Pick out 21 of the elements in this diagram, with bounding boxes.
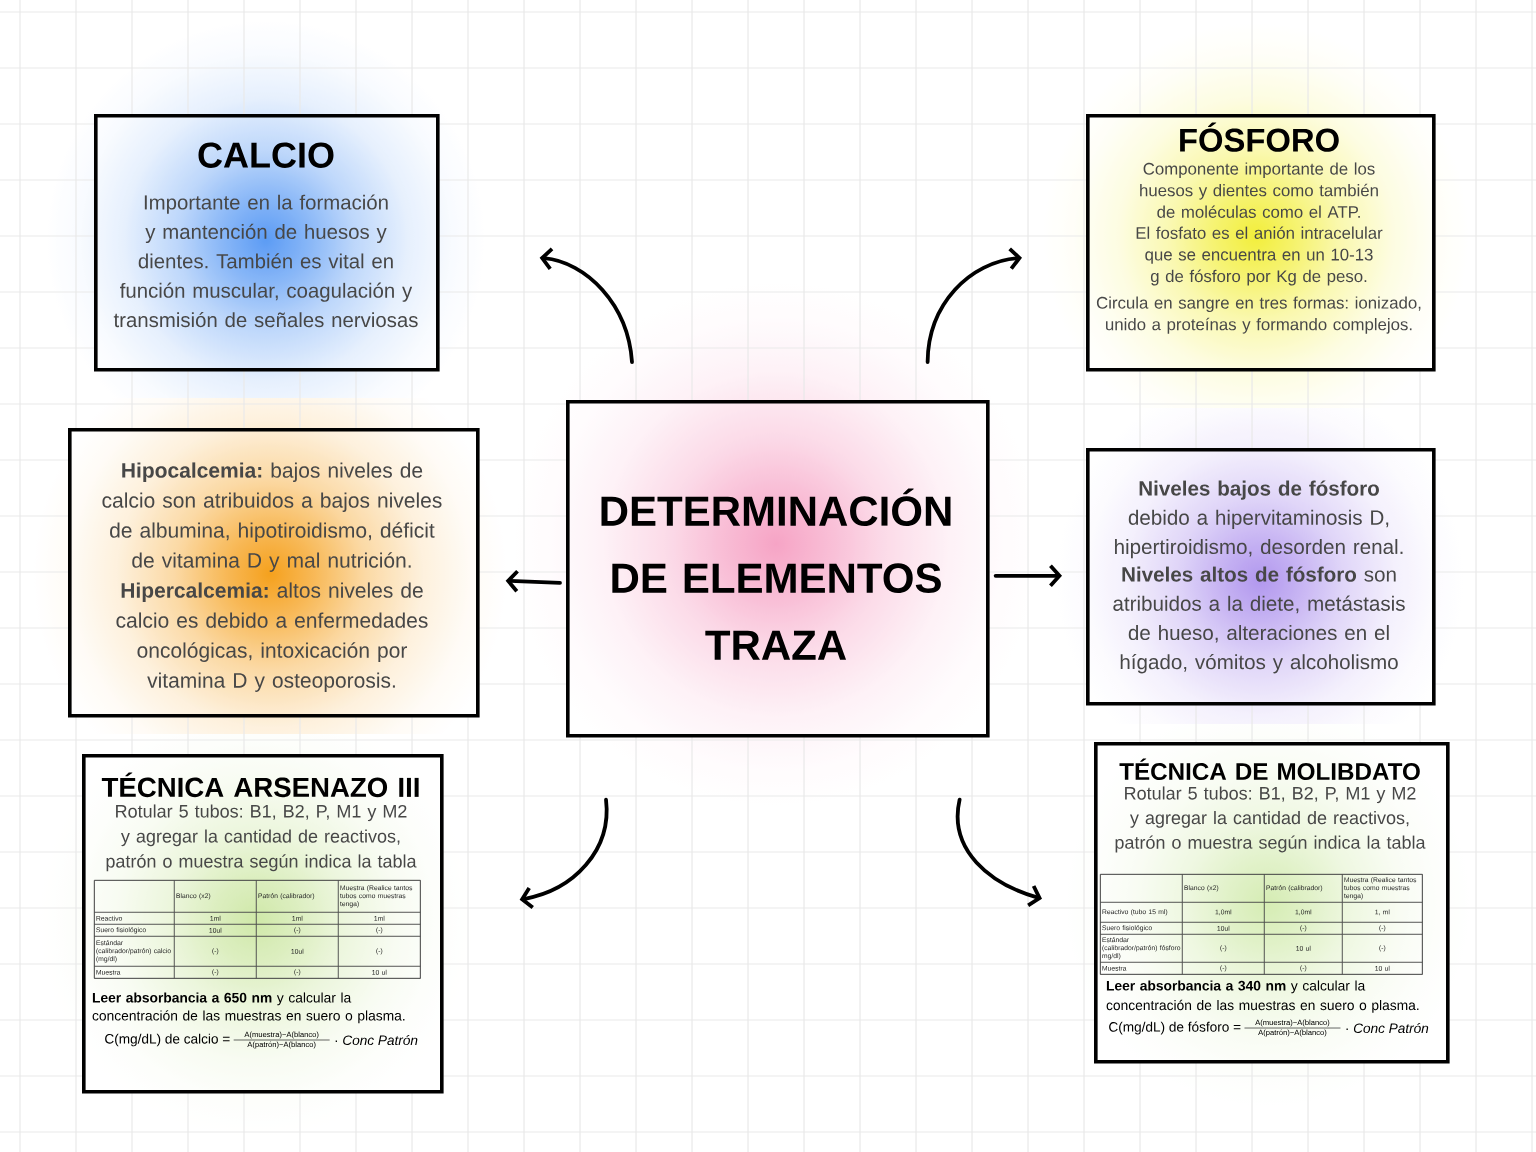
heading: FÓSFORO: [1180, 122, 1339, 152]
arrow: [993, 564, 1062, 588]
topic-title: DETERMINACIÓN DE ELEMENTOS TRAZA: [601, 488, 951, 660]
arrow: [925, 247, 1022, 364]
arrow: [519, 797, 609, 910]
arrow: [505, 569, 562, 593]
body-text: El fosfato es el anión intracelular que se encuentra en un 10-13 g de fósforo por Kg de peso.: [1136, 226, 1383, 286]
heading: TÉCNICA DE MOLIBDATO: [1119, 758, 1420, 781]
body-text: Rotular 5 tubos: B1, B2, P, M1 y M2 y agregar la cantidad de reactivos, patrón o muestra según indica la tabla: [1115, 786, 1426, 853]
body-text: Hipocalcemia: bajos niveles de calcio son atribuidos a bajos niveles de albumina, hipotiroidismo, déficit de vitamina D y mal nutrición.: [102, 462, 442, 572]
heading: CALCIO: [198, 142, 334, 168]
body-text: Componente importante de los huesos y dientes como también de moléculas como el ATP.: [1140, 162, 1378, 218]
body-text: Hipercalcemia: altos niveles de calcio es debido a enfermedades oncológicas, intoxicación por vitamina D y osteoporosis.: [116, 582, 428, 692]
arrow: [955, 797, 1042, 907]
body-text: Niveles altos de fósforo son atribuidos a la diete, metástasis de hueso, alteraciones en el hígado, vómitos y alcoholismo: [1113, 566, 1405, 674]
body-text: Circula en sangre en tres formas: ionizado, unido a proteínas y formando complejos.: [1096, 296, 1421, 334]
body-text: Niveles bajos de fósforo debido a hipervitaminosis D, hipertiroidismo, desorden renal.: [1115, 480, 1403, 559]
arrow: [539, 247, 634, 364]
body-text: Importante en la formación y mantención de huesos y dientes. También es vital en función muscular, coagulación y transmisión de señales nerviosas: [113, 194, 418, 328]
body-text: Rotular 5 tubos: B1, B2, P, M1 y M2 y agregar la cantidad de reactivos, patrón o muestra según indica la tabla: [106, 804, 417, 872]
heading: TÉCNICA ARSENAZO III: [101, 772, 419, 798]
